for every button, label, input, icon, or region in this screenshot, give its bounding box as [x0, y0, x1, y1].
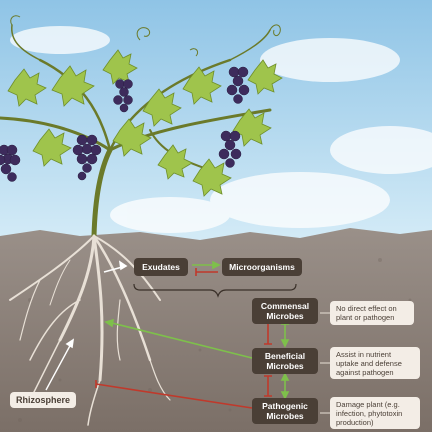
diagram-arrows [45, 260, 330, 414]
commensal-microbes-label: Commensal Microbes [252, 298, 318, 324]
grape-cluster-left [0, 144, 21, 182]
grape-cluster-right [218, 130, 242, 168]
roots [9, 234, 171, 426]
exudates-label: Exudates [134, 258, 188, 276]
pathogenic-note: Damage plant (e.g. infection, phytotoxin… [330, 397, 420, 429]
arrow-beneficial-roots [107, 321, 253, 359]
grape-clusters [0, 66, 250, 182]
pathogenic-microbes-label: Pathogenic Microbes [252, 398, 318, 424]
tendrils [10, 15, 281, 57]
brace [133, 283, 297, 298]
commensal-note: No direct effect on plant or pathogen [330, 301, 414, 325]
soil-texture [18, 258, 412, 422]
leaves [7, 49, 283, 197]
inhibit-pathogenic-plant [95, 383, 253, 409]
microorganisms-label: Microorganisms [222, 258, 302, 276]
clouds [10, 26, 432, 233]
grape-cluster-top [113, 79, 133, 113]
rhizosphere-label: Rhizosphere [10, 392, 77, 408]
beneficial-microbes-label: Beneficial Microbes [252, 348, 318, 374]
grape-cluster-center [72, 134, 102, 181]
grape-cluster-right-top [226, 66, 250, 104]
arrow-rhizosphere [45, 341, 73, 391]
beneficial-note: Assist in nutrient uptake and defense ag… [330, 347, 420, 379]
soil [0, 228, 432, 432]
